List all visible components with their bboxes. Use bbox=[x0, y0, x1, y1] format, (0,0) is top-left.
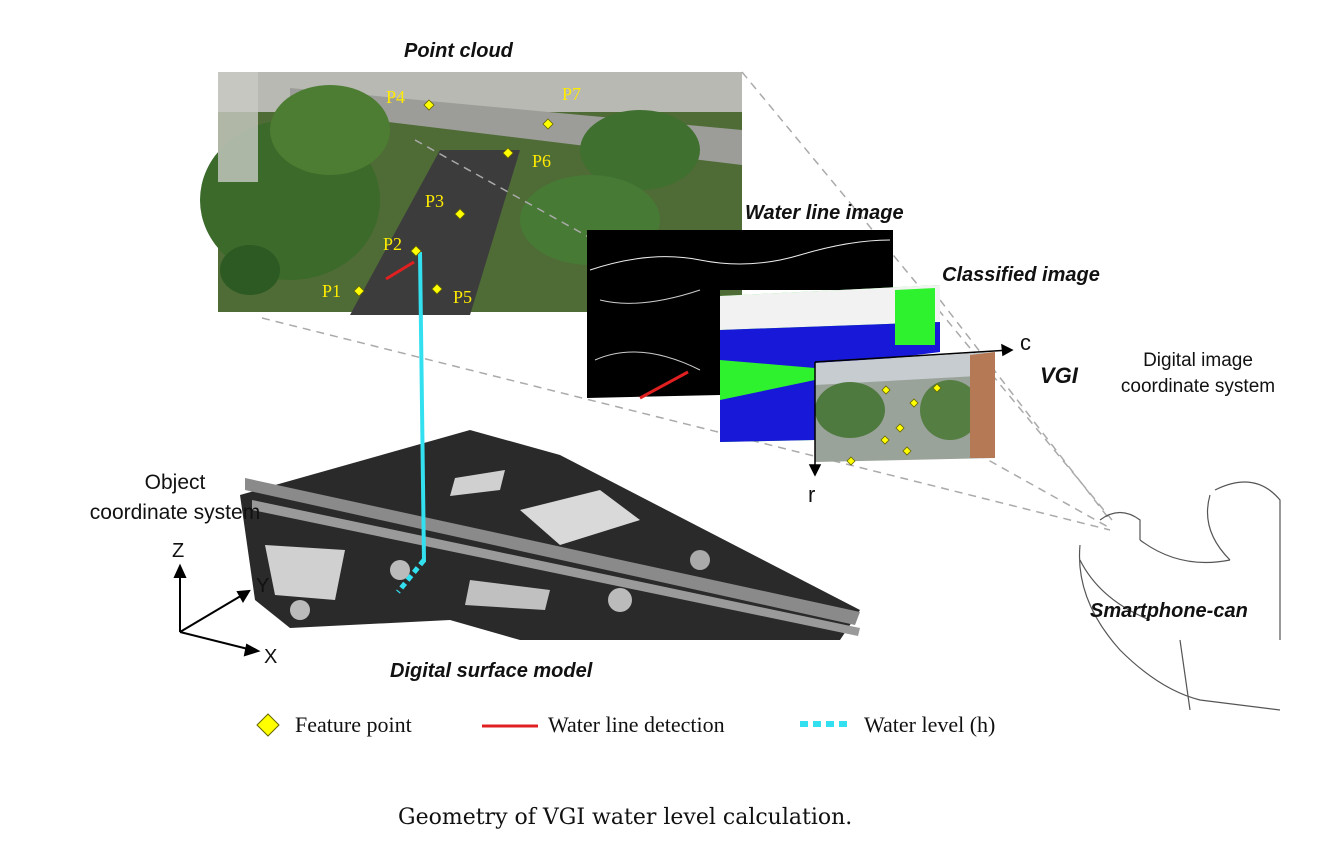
vgi-title: VGI bbox=[1040, 363, 1078, 388]
object-axes bbox=[173, 563, 261, 657]
feature-point-markers bbox=[353, 99, 554, 297]
label-p2: P2 bbox=[383, 234, 403, 254]
label-p1: P1 bbox=[322, 281, 342, 301]
digital-image-cs-line2: coordinate system bbox=[1120, 376, 1276, 397]
figure-caption: Geometry of VGI water level calculation. bbox=[398, 805, 853, 830]
water-line-detected bbox=[639, 370, 689, 400]
label-p7: P7 bbox=[562, 84, 582, 104]
label-p3: P3 bbox=[425, 191, 445, 211]
point-cloud-title: Point cloud bbox=[404, 40, 513, 62]
water-line-image-title: Water line image bbox=[745, 202, 904, 224]
point-cloud-water-line bbox=[385, 260, 415, 281]
dsm-panel bbox=[240, 430, 860, 640]
legend-water-level-text: Water level (h) bbox=[864, 712, 996, 737]
water-level-vertical bbox=[418, 251, 426, 563]
object-cs-line1: Object bbox=[144, 471, 206, 494]
vgi-photo-panel bbox=[815, 352, 995, 462]
axis-x-label: X bbox=[264, 646, 278, 668]
smartphone-user-sketch bbox=[1078, 481, 1281, 711]
dsm-title: Digital surface model bbox=[390, 660, 593, 682]
legend-water-line-text: Water line detection bbox=[548, 712, 725, 737]
label-p5: P5 bbox=[453, 287, 473, 307]
legend-feature-point-icon bbox=[256, 713, 280, 737]
object-cs-line2: coordinate system bbox=[89, 501, 261, 524]
label-p4: P4 bbox=[386, 87, 406, 107]
label-p6: P6 bbox=[532, 151, 552, 171]
point-cloud-panel bbox=[200, 72, 742, 315]
legend-feature-point-text: Feature point bbox=[295, 712, 412, 737]
image-axes bbox=[808, 343, 1014, 477]
digital-image-cs-line1: Digital image bbox=[1143, 350, 1253, 371]
digital-image-cs-label: Digital image coordinate system bbox=[1108, 348, 1288, 400]
classified-image-title: Classified image bbox=[942, 264, 1100, 286]
object-cs-label: Object coordinate system bbox=[85, 468, 265, 528]
axis-r-label: r bbox=[808, 482, 816, 507]
vgi-feature-markers bbox=[846, 383, 942, 466]
water-level-dashed bbox=[396, 558, 426, 594]
smartphone-title: Smartphone-can bbox=[1090, 600, 1248, 622]
water-line-image-panel bbox=[587, 230, 893, 400]
axis-z-label: Z bbox=[172, 540, 185, 562]
axis-c-label: c bbox=[1020, 330, 1031, 355]
axis-y-label: Y bbox=[256, 575, 270, 597]
